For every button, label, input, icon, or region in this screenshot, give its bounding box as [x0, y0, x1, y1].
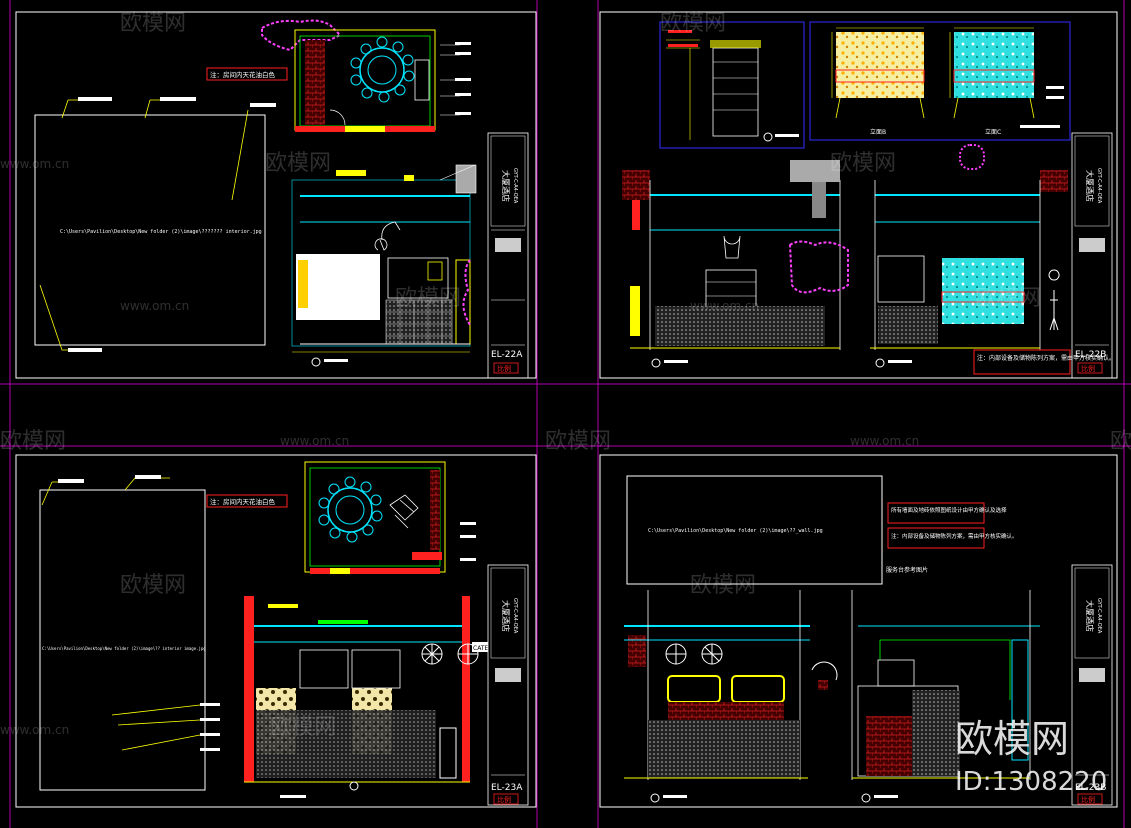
svg-text:欧模网: 欧模网 — [120, 573, 186, 598]
elevation-23a: CATE — [244, 596, 488, 798]
svg-text:欧模网: 欧模网 — [0, 429, 66, 454]
svg-text:GYT-C-A4-OEA: GYT-C-A4-OEA — [1096, 168, 1102, 204]
dining-plan-view — [304, 461, 476, 574]
sheet-number: EL-23A — [491, 783, 523, 793]
sheet-el-23b: C:\Users\Pavilion\Desktop\New folder (2)… — [599, 454, 1118, 808]
svg-text:大厦酒店: 大厦酒店 — [501, 600, 511, 632]
sheet-number: EL-22A — [491, 350, 523, 360]
svg-text:欧模网: 欧模网 — [395, 286, 461, 311]
svg-text:大厦酒店: 大厦酒店 — [501, 170, 511, 202]
svg-text:GYT-C-A4-OEA: GYT-C-A4-OEA — [1096, 598, 1102, 634]
image-path-text: C:\Users\Pavilion\Desktop\New folder (2)… — [60, 229, 262, 235]
svg-text:注：房间内天花油白色: 注：房间内天花油白色 — [210, 497, 276, 506]
svg-text:欧模网: 欧模网 — [975, 286, 1041, 311]
elevation-22b-left — [622, 160, 849, 368]
elevation-22b-right — [870, 144, 1068, 368]
svg-text:www.om.cn: www.om.cn — [850, 434, 919, 448]
image-placeholder-frame — [39, 489, 206, 791]
image-path-text: C:\Users\Pavilion\Desktop\New folder (2)… — [42, 646, 206, 651]
svg-text:比例: 比例 — [497, 364, 511, 373]
watermarks: 欧模网 欧模网 欧模网 欧模网 欧模网 欧模网 欧模网 欧模网 欧模网 欧模网 … — [0, 11, 1131, 740]
svg-text:注：内部设备及储物陈列方案，需由甲方核实确认。: 注：内部设备及储物陈列方案，需由甲方核实确认。 — [891, 532, 1018, 540]
image-path-text: C:\Users\Pavilion\Desktop\New folder (2)… — [648, 528, 823, 534]
svg-text:欧模网: 欧模网 — [545, 429, 611, 454]
svg-text:欧模网: 欧模网 — [955, 717, 1069, 761]
svg-text:www.om.cn: www.om.cn — [280, 434, 349, 448]
svg-text:www.om.cn: www.om.cn — [120, 299, 189, 313]
panel-b-c: 立面B 立面C — [809, 21, 1071, 141]
svg-text:大厦酒店: 大厦酒店 — [1085, 600, 1095, 632]
svg-text:欧模网: 欧模网 — [1110, 429, 1131, 454]
svg-text:GYT-C-A4-OEA: GYT-C-A4-OEA — [512, 168, 518, 204]
svg-text:大厦酒店: 大厦酒店 — [1085, 170, 1095, 202]
title-block-22a: 大厦酒店 GYT-C-A4-OEA EL-22A 比例 — [487, 132, 529, 379]
elevation-22a — [291, 164, 477, 367]
svg-text:www.om.cn: www.om.cn — [0, 723, 69, 737]
title-block-23a: 大厦酒店 GYT-C-A4-OEA EL-23A 比例 — [487, 564, 529, 806]
svg-text:比例: 比例 — [1081, 364, 1095, 373]
svg-text:欧模网: 欧模网 — [120, 11, 186, 36]
sheet-el-23a: C:\Users\Pavilion\Desktop\New folder (2)… — [15, 454, 537, 808]
elevation-23b-left — [624, 590, 838, 803]
title-block-22b: 大厦酒店 GYT-C-A4-OEA EL-22B 比例 — [1071, 132, 1113, 379]
elevation-23b-right — [851, 590, 1040, 803]
svg-text:欧模网: 欧模网 — [660, 11, 726, 36]
model-id: ID:1308220 — [955, 767, 1107, 797]
sheet-number: EL-23B — [1075, 783, 1106, 793]
dining-plan-view — [261, 19, 471, 132]
svg-text:服务台参考图片: 服务台参考图片 — [886, 566, 928, 574]
svg-text:GYT-C-A4-OEA: GYT-C-A4-OEA — [512, 598, 518, 634]
sheet-el-22a: C:\Users\Pavilion\Desktop\New folder (2)… — [15, 11, 537, 379]
cabinet-detail — [659, 21, 805, 149]
svg-text:立面C: 立面C — [985, 128, 1001, 136]
svg-text:欧模网: 欧模网 — [265, 151, 331, 176]
svg-text:www.om.cn: www.om.cn — [690, 299, 759, 313]
brand-watermark-large: 欧模网 ID:1308220 — [955, 717, 1107, 797]
svg-text:欧模网: 欧模网 — [830, 151, 896, 176]
title-block-23b: 大厦酒店 GYT-C-A4-OEA EL-23B 比例 — [1071, 564, 1113, 806]
svg-text:所有墙面及地砖依照图纸设计由甲方确认及选择: 所有墙面及地砖依照图纸设计由甲方确认及选择 — [891, 506, 1007, 514]
svg-text:www.om.cn: www.om.cn — [0, 157, 69, 171]
equipment-note: 注：内部设备及储物陈列方案，需由甲方核实确认。 — [977, 354, 1115, 362]
svg-text:欧模网: 欧模网 — [690, 573, 756, 598]
svg-text:立面B: 立面B — [870, 128, 886, 136]
svg-text:欧模网: 欧模网 — [270, 715, 336, 740]
sheet-number: EL-22B — [1075, 350, 1106, 360]
svg-text:CATE: CATE — [473, 645, 488, 652]
sheet-el-22b: 立面B 立面C — [599, 11, 1118, 379]
ceiling-note: 注：房间内天花油白色 — [210, 70, 276, 79]
svg-text:比例: 比例 — [497, 795, 511, 804]
image-placeholder-frame — [34, 114, 266, 346]
image-placeholder-frame — [626, 475, 883, 585]
svg-text:比例: 比例 — [1081, 795, 1095, 804]
